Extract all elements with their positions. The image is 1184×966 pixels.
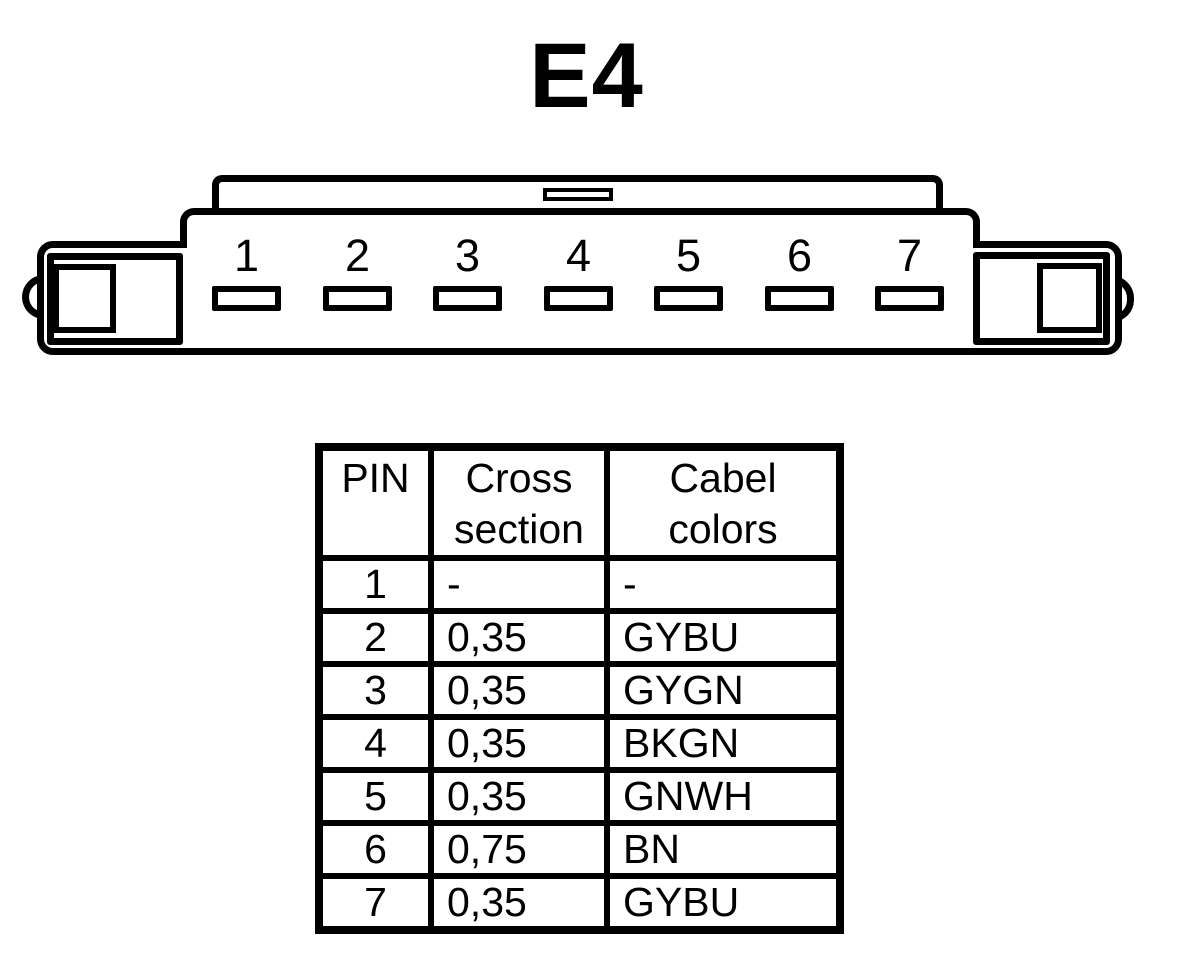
pin-cell: 5 (316, 767, 434, 826)
cross-section-cell: - (428, 555, 610, 614)
header-cabel-colors-line1: Cabel (669, 455, 777, 501)
pin: 1 (212, 231, 281, 311)
header-cross-section-line2: section (454, 506, 584, 552)
pin: 5 (654, 231, 723, 311)
pin-cell: 2 (316, 608, 434, 667)
pin-cavity (765, 286, 834, 311)
table-row: 1-- (316, 555, 843, 614)
cross-section-cell: 0,35 (428, 661, 610, 720)
cross-section-cell: 0,35 (428, 767, 610, 826)
cross-section-cell: 0,75 (428, 820, 610, 879)
pin-cavity (544, 286, 613, 311)
header-pin: PIN (316, 444, 434, 561)
pin-row: 1 2 3 4 5 6 7 (212, 231, 945, 315)
cable-color-cell: GYBU (604, 608, 843, 667)
cable-color-cell: - (604, 555, 843, 614)
right-latch-window (1037, 263, 1102, 333)
pin-cell: 6 (316, 820, 434, 879)
pin-cavity (323, 286, 392, 311)
cross-section-cell: 0,35 (428, 714, 610, 773)
cross-section-cell: 0,35 (428, 873, 610, 933)
header-pin-label: PIN (341, 455, 410, 501)
pin: 7 (875, 231, 944, 311)
pin: 4 (544, 231, 613, 311)
cable-color-cell: BN (604, 820, 843, 879)
pin-cavity (212, 286, 281, 311)
pin-number-label: 5 (675, 230, 702, 281)
pin-number-label: 2 (344, 230, 371, 281)
header-cross-section: Cross section (428, 444, 610, 561)
cable-color-cell: GYBU (604, 873, 843, 933)
pin-cell: 4 (316, 714, 434, 773)
pin-cavity (654, 286, 723, 311)
header-cabel-colors: Cabel colors (604, 444, 843, 561)
pin-cell: 7 (316, 873, 434, 933)
header-cross-section-line1: Cross (465, 455, 573, 501)
table-header-row: PIN Cross section Cabel colors (316, 444, 843, 561)
connector-upper-housing (180, 208, 980, 248)
cross-section-cell: 0,35 (428, 608, 610, 667)
pin-cell: 3 (316, 661, 434, 720)
pin-number-label: 7 (896, 230, 923, 281)
pin: 2 (323, 231, 392, 311)
cable-color-cell: GNWH (604, 767, 843, 826)
pin-number-label: 1 (233, 230, 260, 281)
pin-number-label: 3 (454, 230, 481, 281)
diagram-title: E4 (529, 25, 644, 127)
pin: 6 (765, 231, 834, 311)
pin-cell: 1 (316, 555, 434, 614)
pin-cavity (433, 286, 502, 311)
pin: 3 (433, 231, 502, 311)
cable-color-cell: GYGN (604, 661, 843, 720)
cable-color-cell: BKGN (604, 714, 843, 773)
pin-number-label: 4 (565, 230, 592, 281)
pin-number-label: 6 (786, 230, 813, 281)
tab-slot (543, 188, 613, 201)
header-cabel-colors-line2: colors (668, 506, 778, 552)
left-latch-window (53, 264, 116, 333)
pin-cavity (875, 286, 944, 311)
